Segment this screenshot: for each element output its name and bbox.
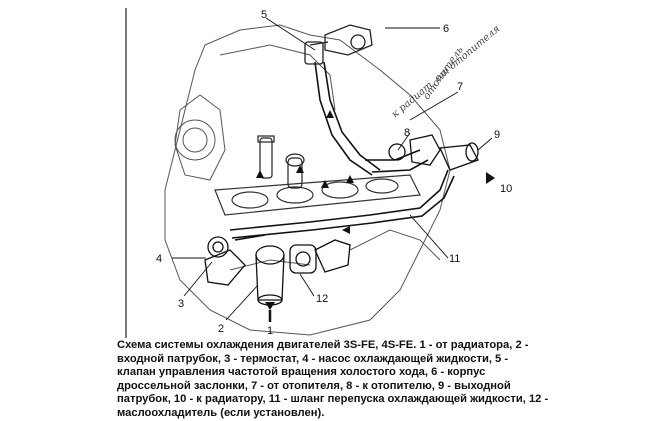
handwritten-note-2: отопитель <box>421 45 465 102</box>
callout-2: 2 <box>218 323 224 335</box>
callout-3: 3 <box>178 298 184 310</box>
engine-block <box>164 24 451 336</box>
arrow-bypass <box>342 226 350 234</box>
diagram-frame: 5 6 7 8 9 10 11 4 3 2 1 12 к радиат. от … <box>110 0 550 420</box>
arrow-inlet <box>265 302 275 310</box>
arrow-pipe-up <box>326 110 334 118</box>
callout-9: 9 <box>494 129 500 141</box>
callout-1: 1 <box>267 325 273 337</box>
idle-valve <box>304 41 324 65</box>
callout-12: 12 <box>316 293 328 305</box>
callout-8: 8 <box>404 127 410 139</box>
flow-arrows <box>256 110 495 310</box>
valve-springs <box>257 135 305 189</box>
callout-4: 4 <box>156 253 162 265</box>
leader-lines <box>172 17 493 321</box>
arrow-head-1 <box>256 170 264 178</box>
throttle-body <box>309 24 373 56</box>
engine-cooling-diagram: 5 6 7 8 9 10 11 4 3 2 1 12 к радиат. от … <box>125 8 512 338</box>
pump-housing <box>204 236 351 306</box>
arrow-to-radiator <box>486 172 495 184</box>
callout-11: 11 <box>449 253 460 265</box>
heater-outlet <box>388 134 479 171</box>
arrow-head-4 <box>346 175 354 183</box>
cylinder-head <box>214 174 421 216</box>
figure-caption: Схема системы охлаждения двигателей 3S-F… <box>117 339 549 419</box>
callout-5: 5 <box>261 9 267 21</box>
callout-6: 6 <box>443 23 449 35</box>
callout-7: 7 <box>457 81 463 93</box>
callout-10: 10 <box>500 183 512 195</box>
arrow-head-2 <box>296 165 304 173</box>
arrow-head-3 <box>321 180 329 188</box>
